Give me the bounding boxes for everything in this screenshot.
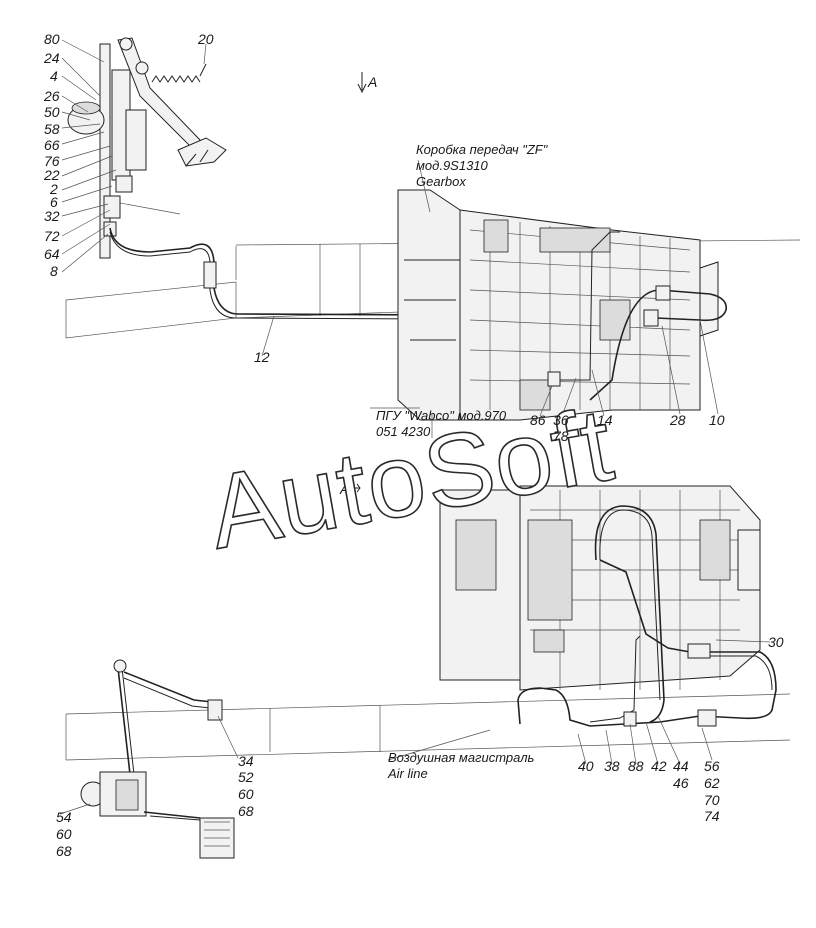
callout: 30 [768, 634, 784, 650]
callout: 60 [238, 786, 254, 802]
pgu-caption-ru: ПГУ "Wabco" мод.970 [376, 408, 507, 423]
callout: 8 [50, 263, 58, 279]
callout: 42 [651, 758, 667, 774]
callouts-upper-left: 80 24 4 26 50 58 66 76 22 2 6 32 72 64 8 [43, 31, 60, 279]
leader-lines [59, 39, 771, 815]
callout: 56 [704, 758, 720, 774]
callout: 88 [628, 758, 644, 774]
airline-caption-en: Air line [387, 766, 428, 781]
lower-pedal-assembly [80, 659, 235, 859]
callout: 58 [44, 121, 60, 137]
callout: 44 [673, 758, 689, 774]
callout: 38 [604, 758, 620, 774]
callout: 78 [553, 428, 569, 444]
callout: 50 [44, 104, 60, 120]
gearbox-caption-model: мод.9S1310 [416, 158, 489, 173]
callout: 68 [238, 803, 254, 819]
callouts-lower-pedal: 34 52 60 68 [238, 753, 254, 819]
callout: 36 [553, 412, 569, 428]
callouts-upper-right: 86 36 78 14 28 10 [530, 412, 725, 444]
callout: 60 [56, 826, 72, 842]
clutch-line-12 [109, 227, 641, 317]
gearbox-caption-en: Gearbox [416, 174, 466, 189]
callouts-lower-left: 54 60 68 [56, 809, 72, 859]
pipe-10 [589, 289, 727, 401]
air-pipe-lower [594, 505, 665, 723]
callout: 74 [704, 808, 720, 824]
lower-frame-rail [65, 693, 791, 761]
callout: 46 [673, 775, 689, 791]
callout: 68 [56, 843, 72, 859]
callout: 4 [50, 68, 58, 84]
gearbox-lower [439, 485, 761, 691]
callout: 32 [44, 208, 60, 224]
callouts-lower-bottom: 40 38 88 42 44 46 [578, 758, 689, 791]
callouts-lower-right: 56 62 70 74 [704, 758, 720, 824]
clutch-pedal-assembly [67, 37, 227, 259]
return-spring [151, 63, 207, 83]
pgu-caption-code: 051 4230 [376, 424, 431, 439]
callout: 62 [704, 775, 720, 791]
callout: 86 [530, 412, 546, 428]
gearbox-upper [397, 189, 719, 421]
view-a-mid-label: A [339, 481, 349, 497]
callout: 14 [597, 412, 613, 428]
callout: 64 [44, 246, 60, 262]
callout: 24 [43, 50, 60, 66]
callout: 26 [43, 88, 60, 104]
callout: 22 [43, 167, 60, 183]
gearbox-caption-ru: Коробка передач "ZF" [416, 142, 549, 157]
callout: 72 [44, 228, 60, 244]
callout: 28 [669, 412, 686, 428]
view-arrow-a [357, 72, 367, 94]
callout: 80 [44, 31, 60, 47]
callout: 54 [56, 809, 72, 825]
airline-caption-ru: Воздушная магистраль [388, 750, 535, 765]
callout: 2 [49, 181, 58, 197]
callout: 40 [578, 758, 594, 774]
callout: 76 [44, 153, 60, 169]
callout: 52 [238, 769, 254, 785]
callout: 70 [704, 792, 720, 808]
callout: 34 [238, 753, 254, 769]
callout: 10 [709, 412, 725, 428]
callout: 6 [50, 194, 58, 210]
callout: 12 [254, 349, 270, 365]
callout: 20 [197, 31, 214, 47]
view-a-label: A [367, 74, 377, 90]
callout: 66 [44, 137, 60, 153]
